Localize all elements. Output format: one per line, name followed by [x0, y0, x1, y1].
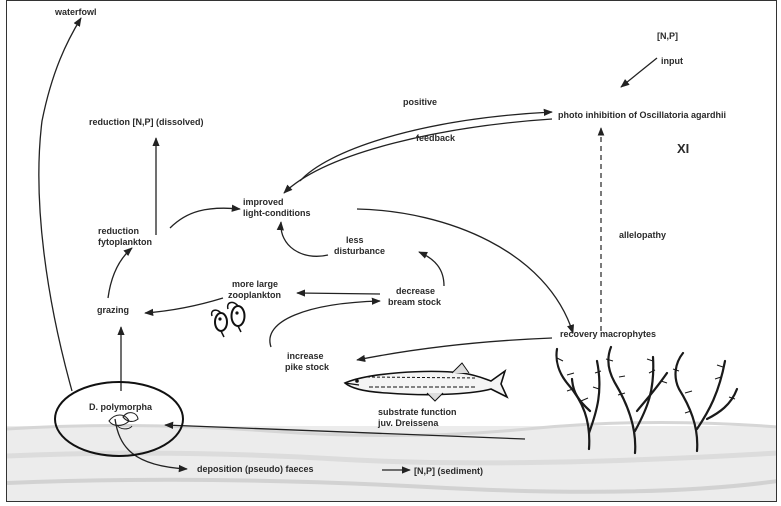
arrow-feedback [283, 118, 553, 194]
label-improved-light-1: improved [243, 197, 284, 207]
arrow-bream-to-disturbance [418, 251, 445, 287]
label-decrease-bream-1: decrease [396, 286, 435, 296]
arrow-input [620, 57, 658, 88]
food-web-diagram: waterfowl [N,P] input positive feedback … [7, 7, 776, 501]
highlight-oval [54, 381, 184, 457]
label-recovery-macrophytes: recovery macrophytes [560, 329, 656, 339]
label-reduction-fyto-2: fytoplankton [98, 237, 152, 247]
arrow-to-waterfowl [38, 17, 82, 392]
label-feedback: feedback [416, 133, 456, 143]
diagram-frame: waterfowl [N,P] input positive feedback … [6, 0, 777, 502]
label-allelopathy: allelopathy [619, 230, 666, 240]
label-grazing: grazing [97, 305, 129, 315]
arrow-light-to-macrophytes [356, 208, 574, 334]
label-decrease-bream-2: bream stock [388, 297, 442, 307]
label-increase-pike-1: increase [287, 351, 324, 361]
arrow-macrophytes-to-dreissena [164, 421, 526, 440]
arrow-fyto-to-light [169, 204, 241, 229]
label-more-zooplankton-2: zooplankton [228, 290, 281, 300]
label-more-zooplankton-1: more large [232, 279, 278, 289]
label-roman-marker: XI [677, 141, 689, 156]
arrows [38, 17, 658, 474]
label-input-source: [N,P] [657, 31, 678, 41]
label-photo-inhibition: photo inhibition of Oscillatoria agardhi… [558, 110, 726, 120]
label-substrate-1: substrate function [378, 407, 457, 417]
zooplankton-icon [210, 301, 246, 338]
arrow-pike-to-bream [269, 297, 381, 348]
label-waterfowl: waterfowl [54, 7, 97, 17]
label-substrate-2: juv. Dreissena [377, 418, 439, 428]
label-reduction-np: reduction [N,P] (dissolved) [89, 117, 204, 127]
labels: waterfowl [N,P] input positive feedback … [54, 7, 726, 476]
mussel-cluster-icon [108, 412, 139, 430]
arrow-disturbance-to-light [276, 221, 329, 257]
arrow-macrophytes-to-pike [356, 337, 553, 362]
label-input: input [661, 56, 683, 66]
arrow-grazing-to-fyto [107, 247, 133, 299]
arrow-bream-to-zooplankton [296, 289, 381, 297]
arrow-positive [299, 108, 553, 182]
arrow-zooplankton-to-grazing [144, 297, 224, 317]
label-positive: positive [403, 97, 437, 107]
label-deposition: deposition (pseudo) faeces [197, 464, 314, 474]
label-np-sediment: [N,P] (sediment) [414, 466, 483, 476]
label-reduction-fyto-1: reduction [98, 226, 139, 236]
macrophytes-icon [555, 345, 739, 455]
label-d-polymorpha: D. polymorpha [89, 402, 153, 412]
label-less-disturbance-2: disturbance [334, 246, 385, 256]
label-increase-pike-2: pike stock [285, 362, 330, 372]
arrow-to-deposition [114, 418, 188, 473]
pike-fish-icon [343, 362, 509, 402]
label-less-disturbance-1: less [346, 235, 364, 245]
label-improved-light-2: light-conditions [243, 208, 311, 218]
sediment-texture [7, 420, 776, 501]
